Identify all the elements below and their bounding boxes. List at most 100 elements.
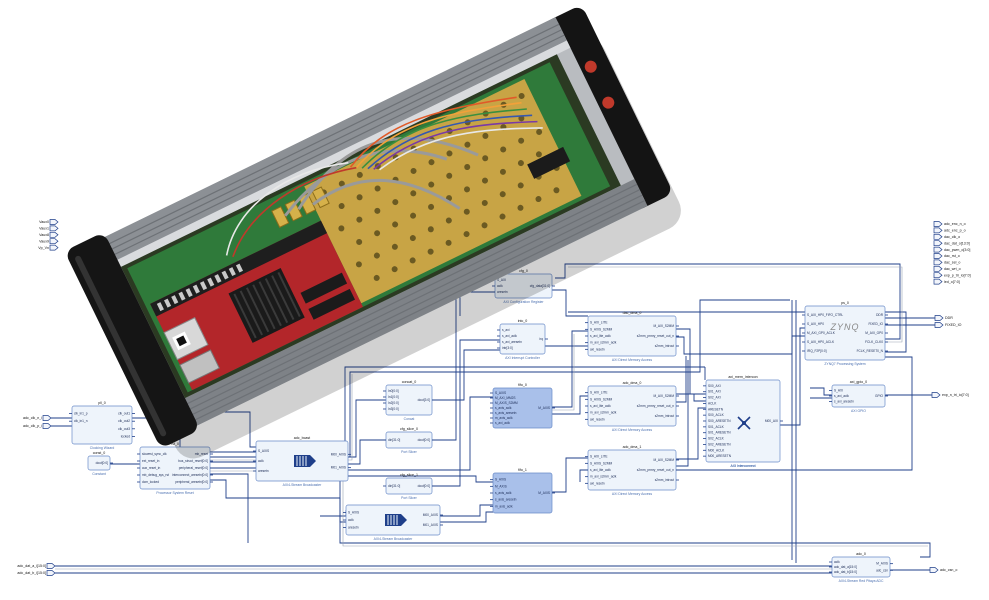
- ps-port-label: S_AXI_HP0_ACLK: [807, 340, 835, 344]
- rst-port-label: mb_debug_sys_rst: [142, 473, 169, 477]
- dma0-port-label: S_AXIS_S2MM: [590, 327, 612, 331]
- fifo1-port-label: s_axis_aclk: [495, 491, 512, 495]
- bcast1-port-label: aclk: [348, 518, 354, 522]
- adc-port-label: adc_dat_a[15:0]: [834, 565, 857, 569]
- inter-port-label: S01_ACLK: [708, 425, 725, 429]
- external-port[interactable]: Vaux1: [39, 225, 59, 232]
- external-port[interactable]: exp_p_tri_io[7:0]: [933, 272, 971, 279]
- external-port-label: adc_dat_a_i[15:0]: [17, 564, 46, 568]
- intc-port-label: intr[3:0]: [502, 346, 513, 350]
- external-port[interactable]: dac_pwm_o[3:0]: [933, 246, 970, 253]
- external-port-label: FIXED_IO: [945, 323, 962, 327]
- external-port[interactable]: dac_clk_o: [933, 233, 960, 240]
- bcast1-port-label: S_AXIS: [348, 511, 359, 515]
- block-concat[interactable]: concat_0ConcatIn0[0:0]In1[0:0]In2[0:0]In…: [383, 380, 435, 421]
- fifo0-port-label: M_AXIS: [538, 406, 550, 410]
- external-port[interactable]: DDR: [934, 315, 953, 321]
- block-fifo0[interactable]: fifo_0S_AXISM_AXI_MM2SM_AXIS_S2MMs_axis_…: [490, 383, 555, 429]
- inter-port-label: S02_AXI: [708, 396, 721, 400]
- block-fifo1[interactable]: fifo_1S_AXISM_AXISs_axis_aclks_axis_ares…: [490, 468, 555, 514]
- external-port[interactable]: Vaux9: [39, 238, 59, 245]
- external-port-label: adc_clk_n_i: [23, 416, 42, 420]
- adc-port-label: M_AXIS: [876, 562, 888, 566]
- pll-port-label: clk_out3: [118, 427, 130, 431]
- dma2-port-label: s2mm_introut: [655, 478, 674, 482]
- fifo1-port-label: s_axis_aresetn: [495, 498, 517, 502]
- adc-port-label: aclk: [834, 560, 840, 564]
- concat-port-label: In1[0:0]: [388, 395, 399, 399]
- fifo1-instance-name: fifo_1: [518, 468, 527, 472]
- external-port[interactable]: FIXED_IO: [934, 322, 962, 328]
- external-port-label: Vaux9: [39, 239, 49, 243]
- external-port-label: led_o[7:0]: [944, 280, 960, 284]
- external-port[interactable]: adc_clk_p_i: [23, 423, 52, 429]
- intc-port-label: s_axi: [502, 328, 510, 332]
- enclosure-front-cap-icon: [67, 235, 197, 446]
- external-port-label: DDR: [945, 316, 953, 320]
- broadcaster-icon: [385, 514, 407, 526]
- gpio-instance-name: axi_gpio_0: [850, 380, 867, 384]
- bcast1-port-label: M01_AXIS: [423, 523, 438, 527]
- external-port[interactable]: led_o[7:0]: [933, 278, 960, 285]
- external-port[interactable]: exp_n_tri_io[7:0]: [931, 392, 969, 398]
- external-ports: Vaux0Vaux1Vaux8Vaux9Vp_Vnadc_enc_n_oadc_…: [17, 219, 971, 576]
- ps-instance-name: ps_0: [841, 301, 849, 305]
- external-port[interactable]: dac_sel_o: [933, 259, 960, 266]
- pll-body[interactable]: [71, 405, 133, 445]
- rst-port-label: peripheral_aresetn[0:0]: [175, 480, 208, 484]
- pll-port-label: clk_out1: [118, 412, 130, 416]
- external-port[interactable]: adc_dat_a_i[15:0]: [17, 563, 56, 569]
- external-port-label: dac_sel_o: [944, 261, 960, 265]
- external-port[interactable]: Vaux0: [39, 219, 59, 225]
- pll-port-label: locked: [121, 434, 130, 438]
- ps-port-label: M_AXI_GP0_ACLK: [807, 331, 836, 335]
- fifo0-port-label: s_axis_aresetn: [495, 411, 517, 415]
- slice1-port-label: dout[0:0]: [418, 484, 431, 488]
- dma1-instance-name: adc_dma_0: [623, 381, 642, 385]
- ps-port-label: S_AXI_HP0_FIFO_CTRL: [807, 313, 843, 317]
- inter-port-label: M00_ACLK: [708, 448, 725, 452]
- bcast1-port-label: aresetn: [348, 526, 359, 530]
- rst-port-label: dcm_locked: [142, 480, 159, 484]
- external-port[interactable]: adc_enc_n_o: [933, 221, 966, 227]
- const-port-label: dout[0:0]: [96, 461, 109, 465]
- bcast0-port-label: aclk: [258, 459, 264, 463]
- external-port-label: adc_clk_p_i: [23, 424, 42, 428]
- intc-port-label: s_axi_aresetn: [502, 340, 522, 344]
- dma1-port-label: s2mm_introut: [655, 414, 674, 418]
- inter-caption: AXI Interconnect: [730, 464, 755, 468]
- external-port[interactable]: Vp_Vn: [38, 244, 59, 251]
- rst-port-label: aux_reset_in: [142, 466, 160, 470]
- external-port[interactable]: dac_wrt_o: [933, 265, 961, 272]
- ps-port-label: FCLK_RESET0_N: [857, 349, 884, 353]
- ps-port-label: IRQ_F2P[0:0]: [807, 349, 827, 353]
- external-port[interactable]: adc_enc_p_o: [933, 227, 966, 234]
- external-port[interactable]: adc_dat_b_i[15:0]: [17, 570, 56, 576]
- inter-port-label: S00_ARESETN: [708, 419, 731, 423]
- fifo0-port-label: s_axi_aclk: [495, 421, 510, 425]
- external-port-label: Vp_Vn: [38, 246, 49, 250]
- dma0-port-label: M_AXI_S2MM: [653, 324, 674, 328]
- slice0-instance-name: cfg_slice_0: [400, 427, 418, 431]
- inter-port-label: S00_AXI: [708, 384, 721, 388]
- external-port[interactable]: adc_csn_o: [929, 567, 957, 573]
- external-port[interactable]: dac_rst_o: [933, 253, 960, 259]
- external-port[interactable]: Vaux8: [39, 231, 59, 238]
- external-port[interactable]: adc_clk_n_i: [23, 415, 52, 421]
- dma0-port-label: S_AXI_LITE: [590, 321, 608, 325]
- external-port[interactable]: dac_dat_o[13:0]: [933, 240, 970, 247]
- adc-port-label: adc_dat_b[15:0]: [834, 570, 857, 574]
